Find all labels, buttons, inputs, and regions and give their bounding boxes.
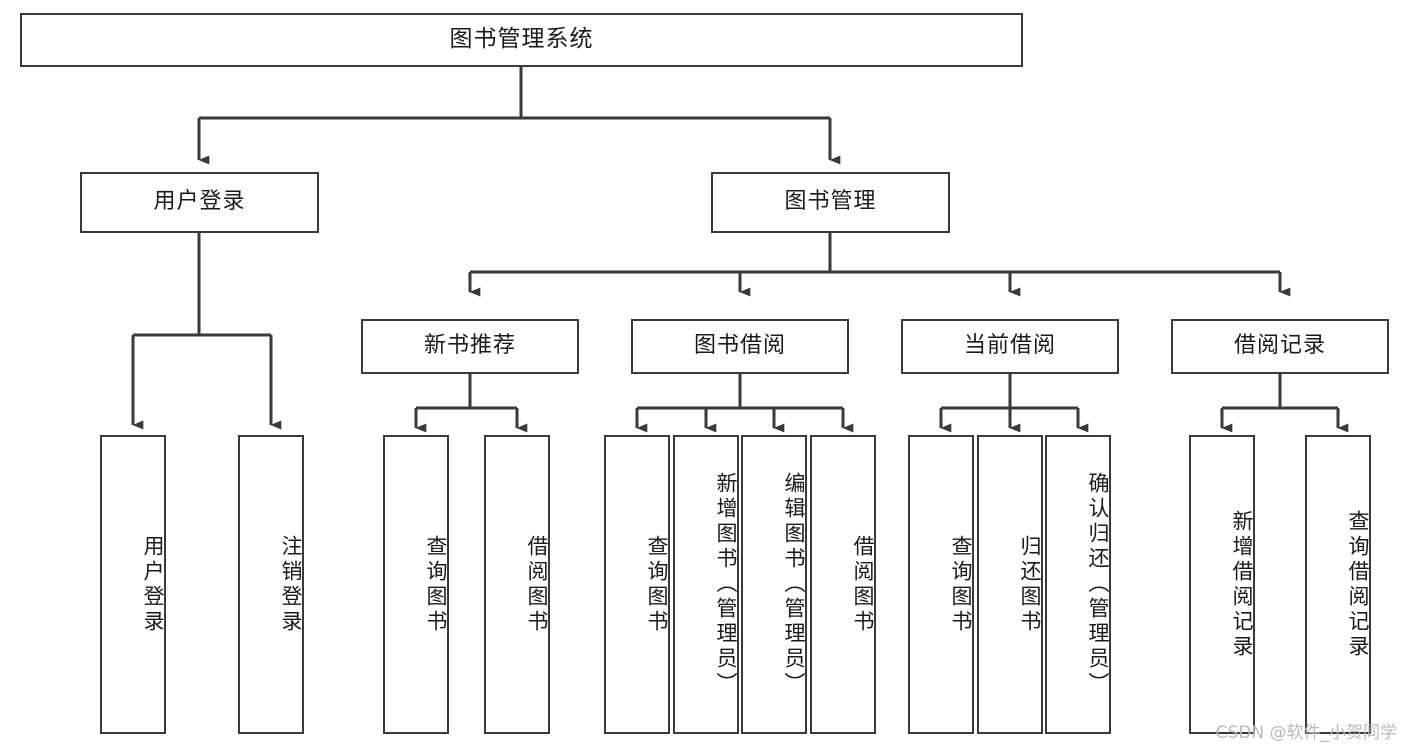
node-current-borrow[interactable]: 当前借阅 <box>901 319 1119 374</box>
node-book-management[interactable]: 图书管理 <box>711 172 950 233</box>
node-new-book-recommend[interactable]: 新书推荐 <box>361 319 579 374</box>
node-label: 图书管理系统 <box>449 26 594 53</box>
node-label: 用户登录 <box>153 189 246 215</box>
node-label: 当前借阅 <box>963 333 1056 359</box>
node-label: 确认归还（管理员） <box>1086 472 1110 697</box>
node-label: 查询图书 <box>949 534 973 635</box>
node-user-login[interactable]: 用户登录 <box>80 172 319 233</box>
node-root-book-management-system[interactable]: 图书管理系统 <box>20 13 1023 67</box>
node-label: 查询图书 <box>424 534 448 635</box>
node-borrow-record[interactable]: 借阅记录 <box>1171 319 1389 374</box>
node-label: 图书借阅 <box>693 333 786 359</box>
leaf-return-book[interactable]: 归还图书 <box>977 435 1043 734</box>
leaf-query-book-current[interactable]: 查询图书 <box>908 435 974 734</box>
node-label: 新书推荐 <box>423 333 516 359</box>
leaf-add-book-admin[interactable]: 新增图书（管理员） <box>673 435 739 734</box>
node-label: 借阅图书 <box>851 534 875 635</box>
leaf-borrow-book-recommend[interactable]: 借阅图书 <box>484 435 550 734</box>
node-label: 归还图书 <box>1018 534 1042 635</box>
node-label: 新增借阅记录 <box>1230 509 1254 660</box>
node-book-borrow[interactable]: 图书借阅 <box>631 319 849 374</box>
leaf-logout-login[interactable]: 注销登录 <box>238 435 304 734</box>
node-label: 借阅图书 <box>525 534 549 635</box>
csdn-watermark: CSDN @软件_小贺同学 <box>1215 723 1397 743</box>
leaf-user-login[interactable]: 用户登录 <box>100 435 166 734</box>
leaf-borrow-book[interactable]: 借阅图书 <box>810 435 876 734</box>
node-label: 新增图书（管理员） <box>714 472 738 697</box>
node-label: 查询借阅记录 <box>1346 509 1370 660</box>
leaf-query-borrow-record[interactable]: 查询借阅记录 <box>1305 435 1371 734</box>
node-label: 编辑图书（管理员） <box>782 472 806 697</box>
leaf-add-borrow-record[interactable]: 新增借阅记录 <box>1189 435 1255 734</box>
leaf-query-book-borrow[interactable]: 查询图书 <box>604 435 670 734</box>
node-label: 用户登录 <box>141 534 165 635</box>
node-label: 图书管理 <box>784 189 877 215</box>
node-label: 注销登录 <box>279 534 303 635</box>
leaf-confirm-return-admin[interactable]: 确认归还（管理员） <box>1045 435 1111 734</box>
node-label: 借阅记录 <box>1233 333 1326 359</box>
leaf-edit-book-admin[interactable]: 编辑图书（管理员） <box>741 435 807 734</box>
node-label: 查询图书 <box>645 534 669 635</box>
leaf-query-book-recommend[interactable]: 查询图书 <box>383 435 449 734</box>
